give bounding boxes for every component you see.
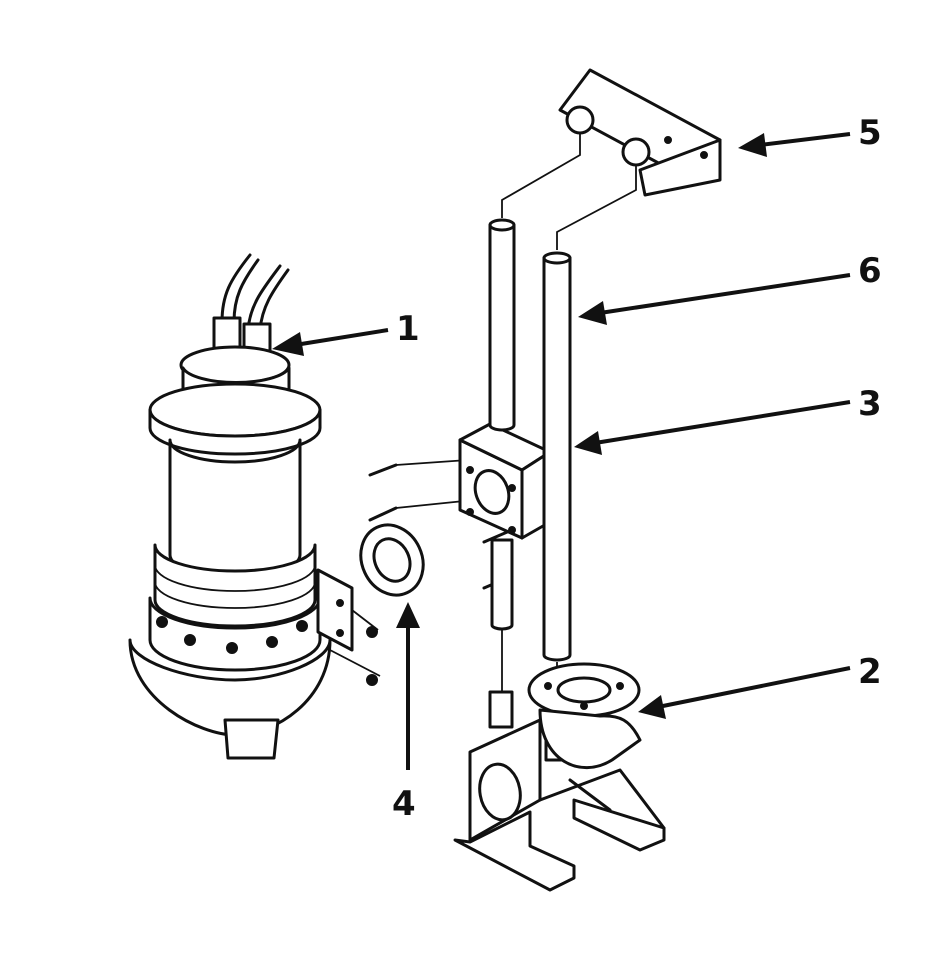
submersible-pump-motor [128,253,354,760]
discharge-base-elbow [453,628,666,892]
callout-arrow-6 [578,273,851,325]
callout-arrow-3 [574,400,851,455]
callout-label-6: 6 [858,251,882,291]
callout-arrow-4 [396,602,420,770]
rail-alignment-line [501,128,581,218]
callout-arrow-5 [738,132,851,157]
callout-label-2: 2 [858,652,882,692]
callout-label-3: 3 [858,384,882,424]
gasket-ring [359,523,425,597]
rail-alignment-line [556,165,637,250]
upper-rail-bracket [558,68,722,197]
callout-label-5: 5 [858,113,882,153]
callout-label-1: 1 [396,309,420,349]
callout-label-4: 4 [392,784,416,824]
callout-arrow-2 [638,666,851,719]
guide-rail [542,251,572,662]
guide-bracket [458,218,552,631]
callout-arrow-1 [272,328,389,356]
